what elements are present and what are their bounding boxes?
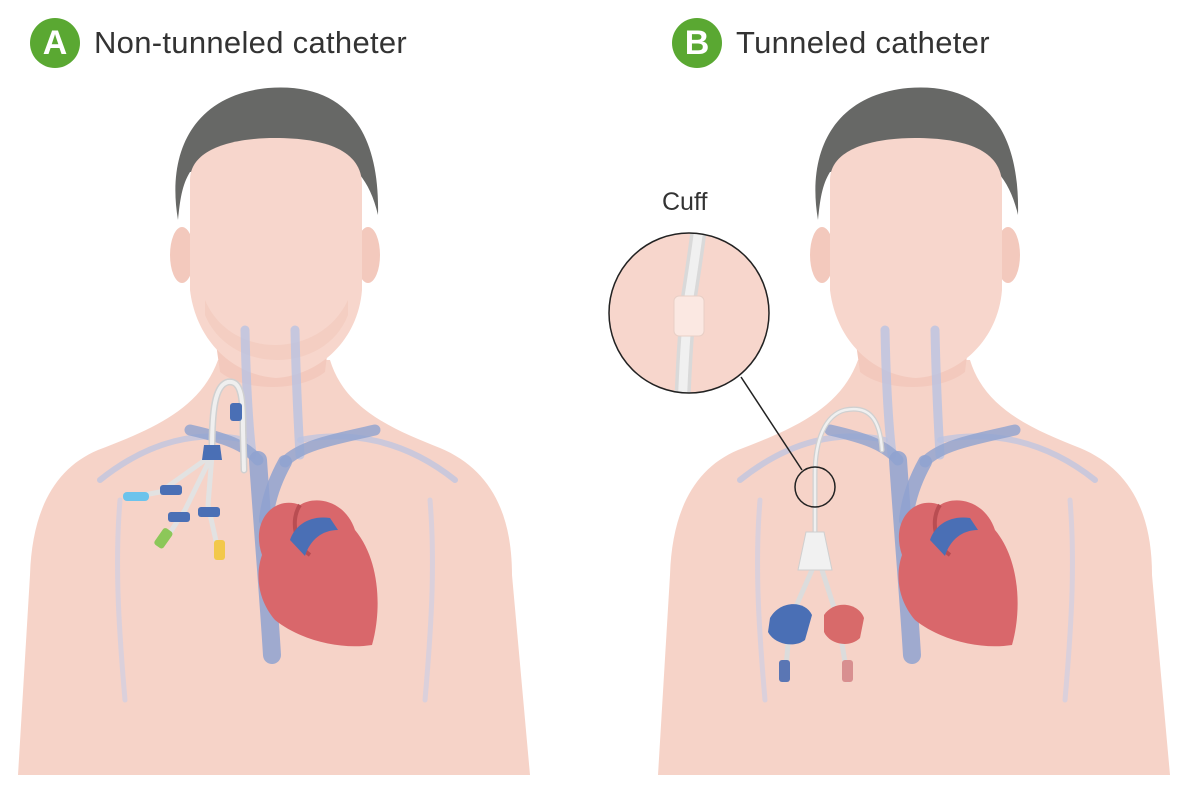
red-luer-icon bbox=[842, 660, 853, 682]
clamp-icon bbox=[160, 485, 182, 495]
cuff-icon bbox=[673, 295, 705, 337]
cyan-hub-icon bbox=[123, 492, 149, 501]
ear-left-b bbox=[810, 227, 834, 283]
panel-a-label: A Non-tunneled catheter bbox=[30, 18, 407, 68]
hub-junction-icon bbox=[202, 445, 222, 460]
veins-a bbox=[97, 325, 458, 703]
clamp-icon bbox=[198, 507, 220, 517]
clamp-icon bbox=[230, 403, 242, 421]
bifurcation-hub-icon bbox=[797, 531, 833, 571]
heart-b bbox=[898, 500, 1018, 647]
panel-b-badge: B bbox=[672, 18, 722, 68]
green-hub-icon bbox=[154, 528, 173, 549]
cuff-label: Cuff bbox=[662, 188, 708, 216]
face-a bbox=[190, 138, 362, 378]
jawline-a bbox=[205, 300, 348, 360]
magnified-cuff bbox=[673, 233, 708, 393]
veins-b bbox=[737, 325, 1098, 703]
panel-a-title: Non-tunneled catheter bbox=[94, 25, 408, 60]
face-b bbox=[830, 138, 1002, 378]
heart-a bbox=[258, 500, 378, 647]
blue-clamp-icon bbox=[768, 604, 812, 645]
catheter-a-hubs bbox=[123, 403, 242, 560]
panel-a-badge: A bbox=[30, 18, 80, 68]
blue-luer-icon bbox=[779, 660, 790, 682]
patient-b bbox=[658, 87, 1170, 775]
patient-a bbox=[18, 87, 530, 775]
clamp-icon bbox=[168, 512, 190, 522]
panel-b-title: Tunneled catheter bbox=[736, 25, 990, 60]
catheter-b-hubs bbox=[768, 531, 864, 682]
yellow-hub-icon bbox=[214, 540, 225, 560]
callout-line bbox=[740, 376, 803, 471]
cuff-marker-circle bbox=[794, 466, 836, 508]
cuff-callout bbox=[608, 232, 836, 508]
red-clamp-icon bbox=[824, 604, 864, 644]
ear-left-a bbox=[170, 227, 194, 283]
panel-b-label: B Tunneled catheter bbox=[672, 18, 990, 68]
